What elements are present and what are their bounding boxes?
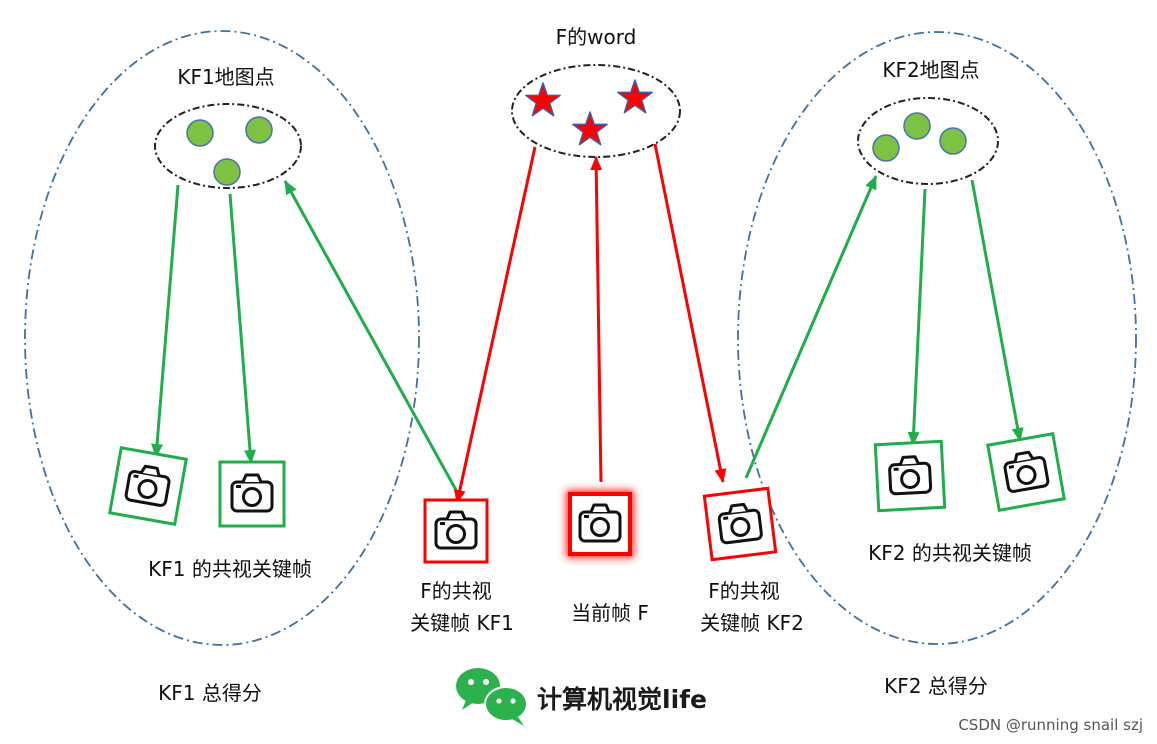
map-point-icon xyxy=(872,134,900,162)
kf2-map-points xyxy=(872,112,967,162)
f-words xyxy=(525,79,653,146)
kf1-map-points xyxy=(186,116,273,186)
kf2-caption-line1: F的共视 xyxy=(708,579,780,603)
word-star-icon xyxy=(572,111,608,146)
f-words-cluster xyxy=(511,64,681,158)
map-point-icon xyxy=(245,116,273,144)
arrow-kf1-point-to-covis1 xyxy=(151,184,180,458)
arrow-words-to-kf1 xyxy=(453,146,537,504)
kf2-covis-keyframe-1 xyxy=(873,439,947,513)
f-words-label: F的word xyxy=(556,25,637,49)
map-point-icon xyxy=(903,112,931,140)
kf2-caption-line2: 关键帧 KF2 xyxy=(700,611,804,635)
kf1-caption-line1: F的共视 xyxy=(420,579,492,603)
red-arrows xyxy=(453,143,727,504)
arrow-words-to-kf2 xyxy=(653,143,727,483)
kf2-map-points-cluster xyxy=(857,97,999,185)
kf2-covis-keyframe-2 xyxy=(986,432,1066,512)
kf1-covis-keyframe-2 xyxy=(218,460,286,528)
kf1-total-score-label: KF1 总得分 xyxy=(158,681,262,705)
map-point-icon xyxy=(939,127,967,155)
kf2-map-points-label: KF2地图点 xyxy=(882,58,979,82)
arrow-f-to-words xyxy=(590,156,603,483)
map-point-icon xyxy=(213,158,241,186)
kf1-covis-label: KF1 的共视关键帧 xyxy=(148,557,312,581)
kf2-total-score-label: KF2 总得分 xyxy=(884,674,988,698)
kf1-covis-keyframe-1 xyxy=(108,446,188,526)
kf2-covis-label: KF2 的共视关键帧 xyxy=(868,541,1032,565)
keyframe-kf2 xyxy=(702,486,778,562)
arrow-kf1-point-to-covis2 xyxy=(228,193,256,464)
kf1-map-points-cluster xyxy=(154,103,302,189)
arrow-kf2-point-to-covis2 xyxy=(970,179,1024,442)
current-frame-label: 当前帧 F xyxy=(571,601,649,625)
arrow-kf1-to-map-points xyxy=(283,180,458,491)
kf1-region-ellipse xyxy=(24,30,420,646)
brand-watermark: 计算机视觉life xyxy=(537,685,707,714)
arrow-kf2-to-map-points xyxy=(744,175,878,479)
kf1-caption-line2: 关键帧 KF1 xyxy=(410,611,514,635)
map-point-icon xyxy=(186,119,214,147)
keyframe-kf1 xyxy=(423,498,489,564)
csdn-credit: CSDN @running snail szj xyxy=(958,716,1143,734)
wechat-icon xyxy=(456,668,528,726)
green-arrows xyxy=(151,175,1024,491)
kf2-region-ellipse xyxy=(737,31,1137,645)
word-star-icon xyxy=(525,82,561,117)
current-frame-f xyxy=(566,490,634,558)
arrow-kf2-point-to-covis1 xyxy=(907,188,927,446)
kf1-map-points-label: KF1地图点 xyxy=(177,65,274,89)
word-star-icon xyxy=(617,79,653,114)
